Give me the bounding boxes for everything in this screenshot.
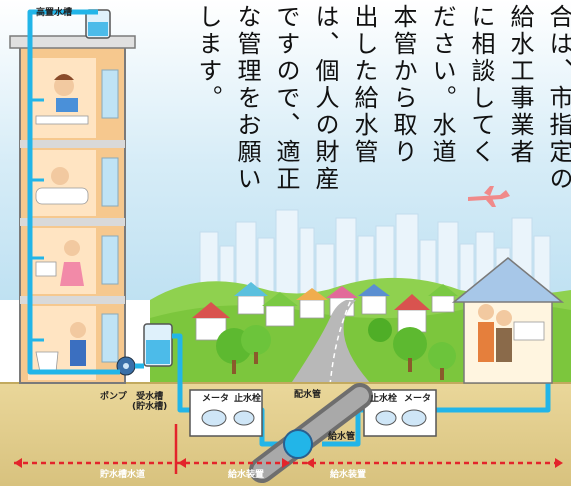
label-receiving-tank-line2: (貯水槽) — [132, 402, 168, 413]
pump — [116, 356, 136, 376]
trees — [216, 318, 456, 380]
label-supply-device-left: 給水装置 — [228, 470, 265, 480]
label-stopcock-right: 止水栓 — [370, 394, 398, 404]
label-storage-tank-supply: 貯水槽水道 — [100, 470, 146, 480]
vertical-text-column: に相談してく — [467, 4, 495, 166]
detached-house — [451, 257, 565, 384]
label-meter-right: メータ — [404, 394, 432, 404]
town-houses — [192, 282, 458, 341]
faucets — [30, 98, 44, 342]
label-stopcock-left: 止水栓 — [234, 394, 262, 404]
vertical-text-column: 本管から取り — [389, 4, 417, 166]
label-supply-device-right: 給水装置 — [330, 470, 367, 480]
vertical-text-column: ださい。水道 — [428, 4, 456, 166]
ground — [0, 383, 571, 486]
vertical-text-column: します。 — [194, 4, 222, 112]
meter-box-left — [189, 389, 263, 437]
vertical-text-column: な管理をお願い — [233, 4, 261, 193]
apartment-building — [9, 35, 136, 384]
elevated-tank — [85, 9, 111, 39]
vertical-text-column: ですので、適正 — [272, 4, 300, 193]
meter-box-right — [363, 389, 437, 437]
boundary-arrows — [14, 458, 563, 468]
label-elevated-tank: 高置水槽 — [36, 8, 73, 18]
city-skyline — [199, 209, 551, 303]
airplane — [468, 186, 510, 207]
label-meter-left: メータ — [202, 394, 230, 404]
label-distribution-main: 配水管 — [294, 390, 322, 400]
vertical-text-column: 給水工事業者 — [506, 4, 534, 166]
vertical-text-column: は、個人の財産 — [311, 4, 339, 193]
label-pump: ポンプ — [100, 392, 127, 402]
label-service-pipe: 給水管 — [328, 432, 356, 442]
label-receiving-tank-line1: 受水槽 — [136, 392, 164, 402]
receiving-tank — [143, 323, 173, 367]
label-receiving-tank: 受水槽 (貯水槽) — [132, 392, 167, 413]
vertical-text-column: 合は、市指定の — [545, 4, 571, 193]
road — [290, 300, 372, 385]
vertical-text-column: 出した給水管 — [350, 4, 378, 166]
distribution-main — [249, 383, 373, 483]
